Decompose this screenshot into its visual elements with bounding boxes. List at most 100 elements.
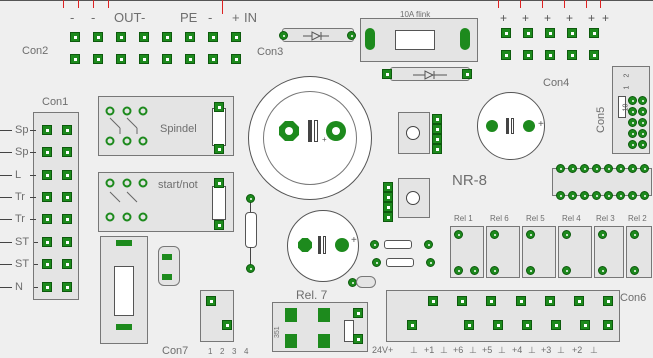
con4-sign: + bbox=[602, 11, 610, 25]
ic-pin bbox=[568, 191, 577, 200]
con5-pin-label: 2 bbox=[623, 73, 631, 78]
terminal-pad bbox=[493, 320, 503, 330]
capacitor-hole bbox=[332, 127, 340, 135]
con7-pad bbox=[222, 320, 232, 330]
led bbox=[356, 276, 376, 288]
relay-bank-label: Rel 6 bbox=[490, 214, 509, 223]
con2-pad bbox=[93, 32, 103, 42]
con1-lead bbox=[30, 219, 36, 220]
con5-pad bbox=[628, 96, 637, 105]
con1-pin-label: Tr bbox=[15, 191, 25, 203]
relay-bank-pad bbox=[454, 230, 463, 239]
red-marker bbox=[108, 0, 109, 8]
con4-pad bbox=[501, 28, 511, 38]
con1-pin-label: Sp bbox=[15, 146, 29, 158]
ic-pin bbox=[556, 164, 565, 173]
resistor-lead bbox=[250, 201, 251, 213]
relay-startnot-contacts bbox=[105, 178, 148, 222]
regulator-pad bbox=[383, 182, 393, 192]
con2-pad bbox=[93, 54, 103, 64]
con1-pin-label: L bbox=[15, 169, 22, 181]
terminal-label: +4 bbox=[512, 345, 523, 355]
relay7-pad bbox=[353, 308, 363, 318]
capacitor-pad bbox=[486, 120, 498, 132]
con5-pad bbox=[628, 118, 637, 127]
terminal-label: +5 bbox=[482, 345, 493, 355]
con3-label: Con3 bbox=[257, 46, 284, 58]
capacitor-pad bbox=[335, 238, 349, 252]
con2-pad bbox=[231, 54, 241, 64]
transformer-core bbox=[114, 266, 134, 316]
con1-block bbox=[33, 112, 79, 300]
con1-pad bbox=[42, 125, 52, 135]
con1-pin-label: ST bbox=[15, 236, 30, 248]
con1-lead bbox=[30, 197, 36, 198]
con5-pad bbox=[638, 129, 647, 138]
transformer-pad bbox=[116, 240, 132, 246]
terminal-block bbox=[386, 290, 620, 342]
capacitor-plus: + bbox=[351, 235, 357, 246]
terminal-pad bbox=[551, 320, 561, 330]
fuse-small-pad bbox=[162, 254, 172, 260]
con7-pin-label: 4 bbox=[244, 347, 249, 356]
con2-pad bbox=[139, 32, 149, 42]
top-label-plus: + bbox=[232, 10, 240, 25]
regulator-pad bbox=[432, 124, 442, 134]
relay7-coil bbox=[344, 320, 354, 342]
fuse-pad bbox=[365, 28, 375, 50]
regulator-pad bbox=[383, 192, 393, 202]
con4-pad bbox=[567, 50, 577, 60]
relay7-code: 351 bbox=[274, 326, 281, 338]
terminal-pad bbox=[428, 296, 438, 306]
con2-pad bbox=[116, 32, 126, 42]
red-marker bbox=[63, 0, 64, 8]
terminal-label: +2 bbox=[572, 345, 583, 355]
con1-pad bbox=[42, 259, 52, 269]
terminal-label: ⊥ bbox=[469, 345, 477, 355]
con2-pad bbox=[70, 32, 80, 42]
fuse-pad bbox=[460, 28, 470, 50]
terminal-label: ⊥ bbox=[498, 345, 506, 355]
red-marker bbox=[600, 0, 601, 8]
terminal-pad bbox=[522, 320, 532, 330]
red-marker bbox=[564, 0, 565, 8]
ic-pin bbox=[580, 164, 589, 173]
con5-pad bbox=[628, 129, 637, 138]
relay7-pad bbox=[318, 308, 330, 322]
con2-pad bbox=[162, 32, 172, 42]
con2-pad bbox=[208, 32, 218, 42]
terminal-label: +6 bbox=[453, 345, 464, 355]
con5-label: Con5 bbox=[595, 106, 607, 133]
relay-spindel-contacts bbox=[105, 106, 148, 146]
ic-pin bbox=[640, 191, 649, 200]
relay-pad bbox=[214, 178, 224, 188]
diode-pad bbox=[462, 69, 472, 79]
relay-spindel bbox=[98, 96, 234, 156]
big-capacitor-ring bbox=[263, 91, 357, 185]
terminal-label: +1 bbox=[424, 345, 435, 355]
terminal-pad bbox=[580, 320, 590, 330]
ic-chip bbox=[552, 168, 652, 196]
relay-startnot bbox=[98, 172, 234, 232]
terminal-pad bbox=[407, 320, 417, 330]
con7-pin-label: 1 bbox=[208, 347, 213, 356]
ic-pin bbox=[568, 164, 577, 173]
resistor bbox=[384, 240, 412, 249]
terminal-pad bbox=[545, 296, 555, 306]
terminal-label: ⊥ bbox=[410, 345, 418, 355]
resistor bbox=[386, 258, 414, 267]
board-top-edge bbox=[0, 0, 653, 1]
relay-bank-label: Rel 1 bbox=[454, 214, 473, 223]
con4-sign: + bbox=[566, 11, 574, 25]
con1-pad bbox=[42, 170, 52, 180]
ic-pin bbox=[592, 164, 601, 173]
terminal-pad bbox=[603, 320, 613, 330]
relay-bank-pad bbox=[454, 266, 463, 275]
resistor-pad bbox=[426, 258, 435, 267]
con1-pad bbox=[42, 147, 52, 157]
relay-coil bbox=[212, 108, 226, 146]
con4-pad bbox=[589, 28, 599, 38]
relay-bank-pad bbox=[470, 266, 479, 275]
terminal-label: ⊥ bbox=[590, 345, 598, 355]
top-label-minus: - bbox=[91, 10, 96, 25]
